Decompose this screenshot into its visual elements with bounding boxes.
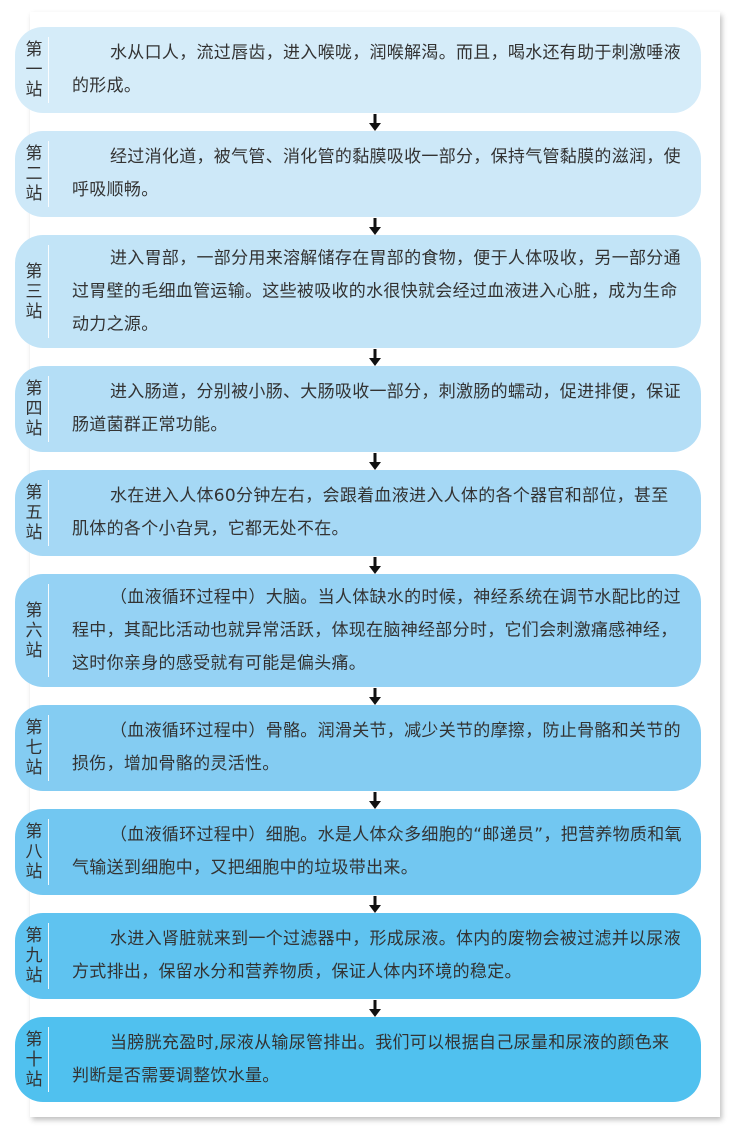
station-label: 第六站: [25, 600, 43, 661]
station-label: 第一站: [25, 40, 43, 100]
station-box: 第五站 水在进入人体60分钟左右，会跟着血液进入人体的各个器官和部位，甚至肌体的各…: [15, 470, 701, 556]
station-box: 第一站 水从口人，流过唇齿，进入喉咙，润喉解渴。而且，喝水还有助于刺激唾液的形成。: [15, 27, 701, 113]
station-description: （血液循环过程中）细胞。水是人体众多细胞的“邮递员”，把营养物质和氧气输送到细胞…: [72, 825, 682, 878]
station-box: 第六站 （血液循环过程中）大脑。当人体缺水的时候，神经系统在调节水配比的过程中，其…: [15, 574, 701, 687]
arrow-down-icon: [369, 896, 381, 913]
station-description: 经过消化道，被气管、消化管的黏膜吸收一部分，保持气管黏膜的滋润，使呼吸顺畅。: [72, 147, 681, 200]
divider: [48, 480, 49, 546]
arrow-down-icon: [369, 688, 381, 705]
station-description: （血液循环过程中）大脑。当人体缺水的时候，神经系统在调节水配比的过程中，其配比活…: [72, 587, 681, 673]
arrow-down-icon: [369, 114, 381, 131]
station-label: 第七站: [25, 718, 43, 778]
divider: [48, 584, 49, 677]
station-description: 当膀胱充盈时,尿液从输尿管排出。我们可以根据自己尿量和尿液的颜色来判断是否需要调…: [72, 1032, 670, 1086]
divider: [48, 245, 49, 338]
station-description: 进入肠道，分别被小肠、大肠吸收一部分，刺激肠的蠕动，促进排便，保证肠道菌群正常功…: [72, 382, 681, 435]
arrow-down-icon: [369, 349, 381, 366]
station-box: 第二站 经过消化道，被气管、消化管的黏膜吸收一部分，保持气管黏膜的滋润，使呼吸顺畅…: [15, 131, 701, 217]
divider: [48, 376, 49, 442]
station-box: 第八站 （血液循环过程中）细胞。水是人体众多细胞的“邮递员”，把营养物质和氧气输送…: [15, 809, 701, 895]
arrow-down-icon: [369, 453, 381, 470]
station-label: 第八站: [25, 822, 43, 882]
divider: [48, 819, 49, 885]
station-label: 第十站: [25, 1029, 43, 1090]
station-label: 第五站: [25, 483, 43, 543]
station-box: 第十站 当膀胱充盈时,尿液从输尿管排出。我们可以根据自己尿量和尿液的颜色来判断是否…: [15, 1017, 701, 1102]
arrow-down-icon: [369, 557, 381, 574]
station-description: 水从口人，流过唇齿，进入喉咙，润喉解渴。而且，喝水还有助于刺激唾液的形成。: [72, 43, 681, 96]
divider: [48, 37, 49, 103]
divider: [48, 923, 49, 989]
station-description: 水在进入人体60分钟左右，会跟着血液进入人体的各个器官和部位，甚至肌体的各个小旮…: [72, 486, 669, 539]
station-label: 第二站: [25, 144, 43, 204]
station-description: 水进入肾脏就来到一个过滤器中，形成尿液。体内的废物会被过滤并以尿液方式排出，保留…: [72, 929, 681, 982]
station-description: 进入胃部，一部分用来溶解储存在胃部的食物，便于人体吸收，另一部分通过胃壁的毛细血…: [72, 248, 681, 334]
arrow-down-icon: [369, 218, 381, 235]
station-box: 第四站 进入肠道，分别被小肠、大肠吸收一部分，刺激肠的蠕动，促进排便，保证肠道菌群…: [15, 366, 701, 452]
divider: [48, 715, 49, 781]
station-box: 第九站 水进入肾脏就来到一个过滤器中，形成尿液。体内的废物会被过滤并以尿液方式排出…: [15, 913, 701, 999]
station-label: 第九站: [25, 926, 43, 986]
station-box: 第三站 进入胃部，一部分用来溶解储存在胃部的食物，便于人体吸收，另一部分通过胃壁的…: [15, 235, 701, 348]
arrow-down-icon: [369, 1000, 381, 1017]
station-description: （血液循环过程中）骨骼。润滑关节，减少关节的摩擦，防止骨骼和关节的损伤，增加骨骼…: [72, 721, 681, 774]
divider: [48, 1027, 49, 1092]
station-label: 第三站: [25, 261, 43, 322]
divider: [48, 141, 49, 207]
arrow-down-icon: [369, 792, 381, 809]
station-box: 第七站 （血液循环过程中）骨骼。润滑关节，减少关节的摩擦，防止骨骼和关节的损伤，增…: [15, 705, 701, 791]
station-label: 第四站: [25, 379, 43, 439]
